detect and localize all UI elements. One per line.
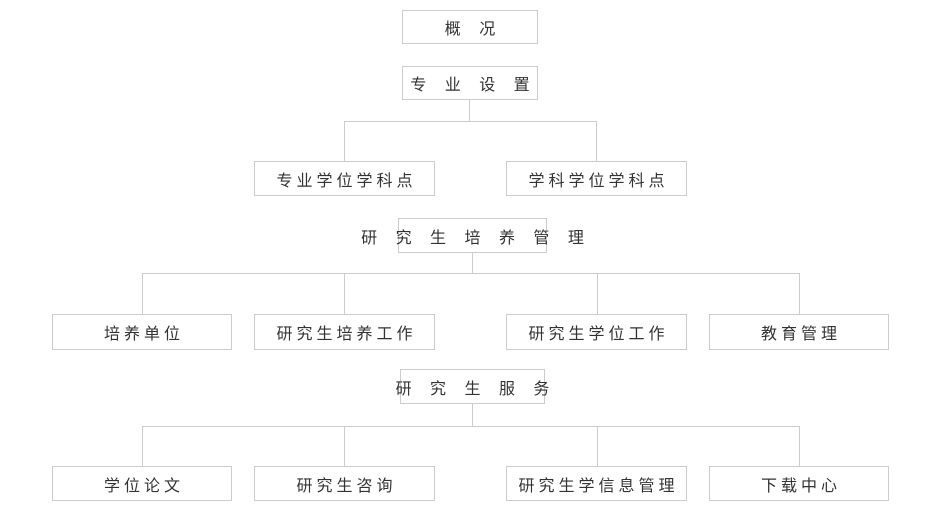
node-graduate-degree-work[interactable]: 研究生学位工作 [506, 314, 687, 350]
node-graduate-training-work[interactable]: 研究生培养工作 [254, 314, 435, 350]
node-graduate-student-info-management[interactable]: 研究生学信息管理 [506, 466, 687, 501]
connector-drop [597, 426, 598, 466]
connector-stem [469, 100, 470, 121]
connector-drop [344, 121, 345, 161]
connector-drop [597, 273, 598, 314]
node-graduate-training-management[interactable]: 研 究 生 培 养 管 理 [361, 218, 584, 253]
connector-drop [344, 273, 345, 314]
connector-stem [472, 253, 473, 273]
node-degree-thesis[interactable]: 学位论文 [52, 466, 232, 501]
node-overview[interactable]: 概 况 [402, 10, 538, 44]
connector-drop [799, 426, 800, 466]
node-graduate-services[interactable]: 研 究 生 服 务 [396, 369, 549, 404]
connector-horizontal [142, 426, 799, 427]
connector-horizontal [344, 121, 597, 122]
node-training-unit[interactable]: 培养单位 [52, 314, 232, 350]
node-graduate-consultation[interactable]: 研究生咨询 [254, 466, 435, 501]
node-academic-degree-discipline[interactable]: 学科学位学科点 [506, 161, 687, 196]
connector-drop [799, 273, 800, 314]
connector-drop [596, 121, 597, 161]
connector-stem [472, 404, 473, 426]
connector-drop [142, 273, 143, 314]
connector-drop [142, 426, 143, 466]
node-download-center[interactable]: 下载中心 [709, 466, 889, 501]
node-professional-degree-discipline[interactable]: 专业学位学科点 [254, 161, 435, 196]
connector-horizontal [142, 273, 799, 274]
node-education-management[interactable]: 教育管理 [709, 314, 889, 350]
node-major-setup[interactable]: 专 业 设 置 [402, 66, 538, 100]
connector-drop [344, 426, 345, 466]
